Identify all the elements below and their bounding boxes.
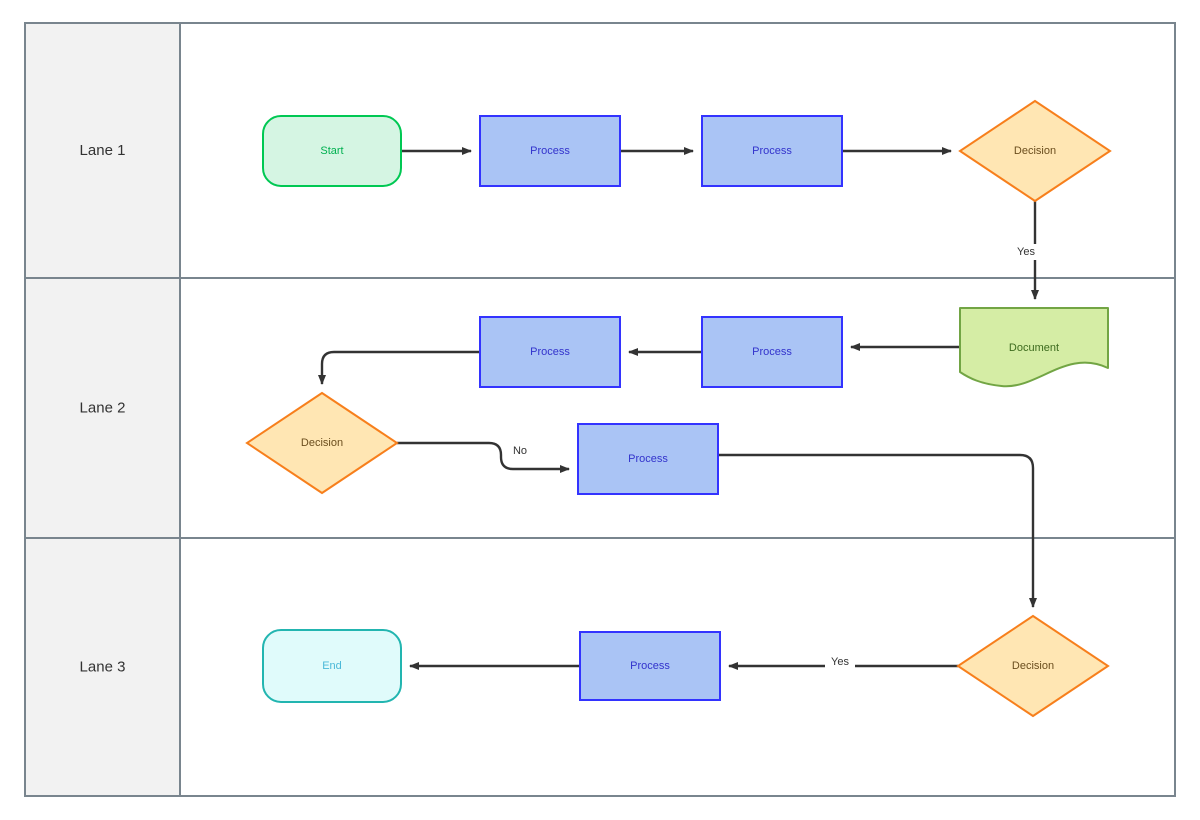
edge-label-backdrop [1011,244,1041,260]
node-shape-decision [956,614,1110,718]
node-label: Process [530,346,570,358]
node-label: Process [530,145,570,157]
edges-layer [318,147,1039,670]
node-shape-terminator [262,115,402,187]
node-p3-process[interactable]: Process [701,316,843,388]
node-label: Start [320,145,343,157]
node-p4-process[interactable]: Process [479,316,621,388]
node-p6-process[interactable]: Process [579,631,721,701]
node-shape-decision [958,99,1112,203]
edge-e8 [397,441,570,473]
node-shape-terminator [262,629,402,703]
edge-label-text: Yes [831,656,849,668]
node-label: Decision [1012,660,1054,672]
node-label: Decision [1014,145,1056,157]
edge-label-text: Yes [1017,246,1035,258]
edge-label-backdrop [825,654,855,670]
lane-header-cell [24,22,181,279]
node-label: Process [752,346,792,358]
node-label: Decision [301,437,343,449]
edge-label-lbl-yes-2: Yes [825,654,855,670]
edge-label-backdrop [505,443,535,459]
node-shape-process [701,316,843,388]
lane-label: Lane 2 [80,400,126,417]
edge-label-lbl-no: No [505,443,535,459]
edge-e9 [718,453,1037,608]
node-d2-decision[interactable]: Decision [245,391,399,495]
node-label: Process [752,145,792,157]
node-p1-process[interactable]: Process [479,115,621,187]
node-shape-process [701,115,843,187]
node-d3-decision[interactable]: Decision [956,614,1110,718]
node-p5-process[interactable]: Process [577,423,719,495]
node-p2-process[interactable]: Process [701,115,843,187]
node-shape-process [579,631,721,701]
node-shape-document [959,307,1109,388]
lane-label: Lane 1 [80,142,126,159]
node-label: Document [1009,342,1059,354]
node-start-terminator[interactable]: Start [262,115,402,187]
edge-label-lbl-yes-1: Yes [1011,244,1041,260]
edge-e7 [318,350,480,385]
node-shape-process [577,423,719,495]
lane-label: Lane 3 [80,659,126,676]
edge-label-text: No [513,445,527,457]
node-shape-decision [245,391,399,495]
swimlane-lane3: Lane 3 [24,537,1176,797]
node-shape-process [479,115,621,187]
node-doc1-document[interactable]: Document [959,307,1109,388]
node-d1-decision[interactable]: Decision [958,99,1112,203]
node-label: End [322,660,342,672]
node-end-terminator[interactable]: End [262,629,402,703]
node-label: Process [630,660,670,672]
node-shape-process [479,316,621,388]
lane-body-cell [179,537,1176,797]
node-label: Process [628,453,668,465]
lane-header-cell [24,277,181,539]
swimlane-grid: Lane 1 Lane 2 Lane 3 [24,22,1176,797]
